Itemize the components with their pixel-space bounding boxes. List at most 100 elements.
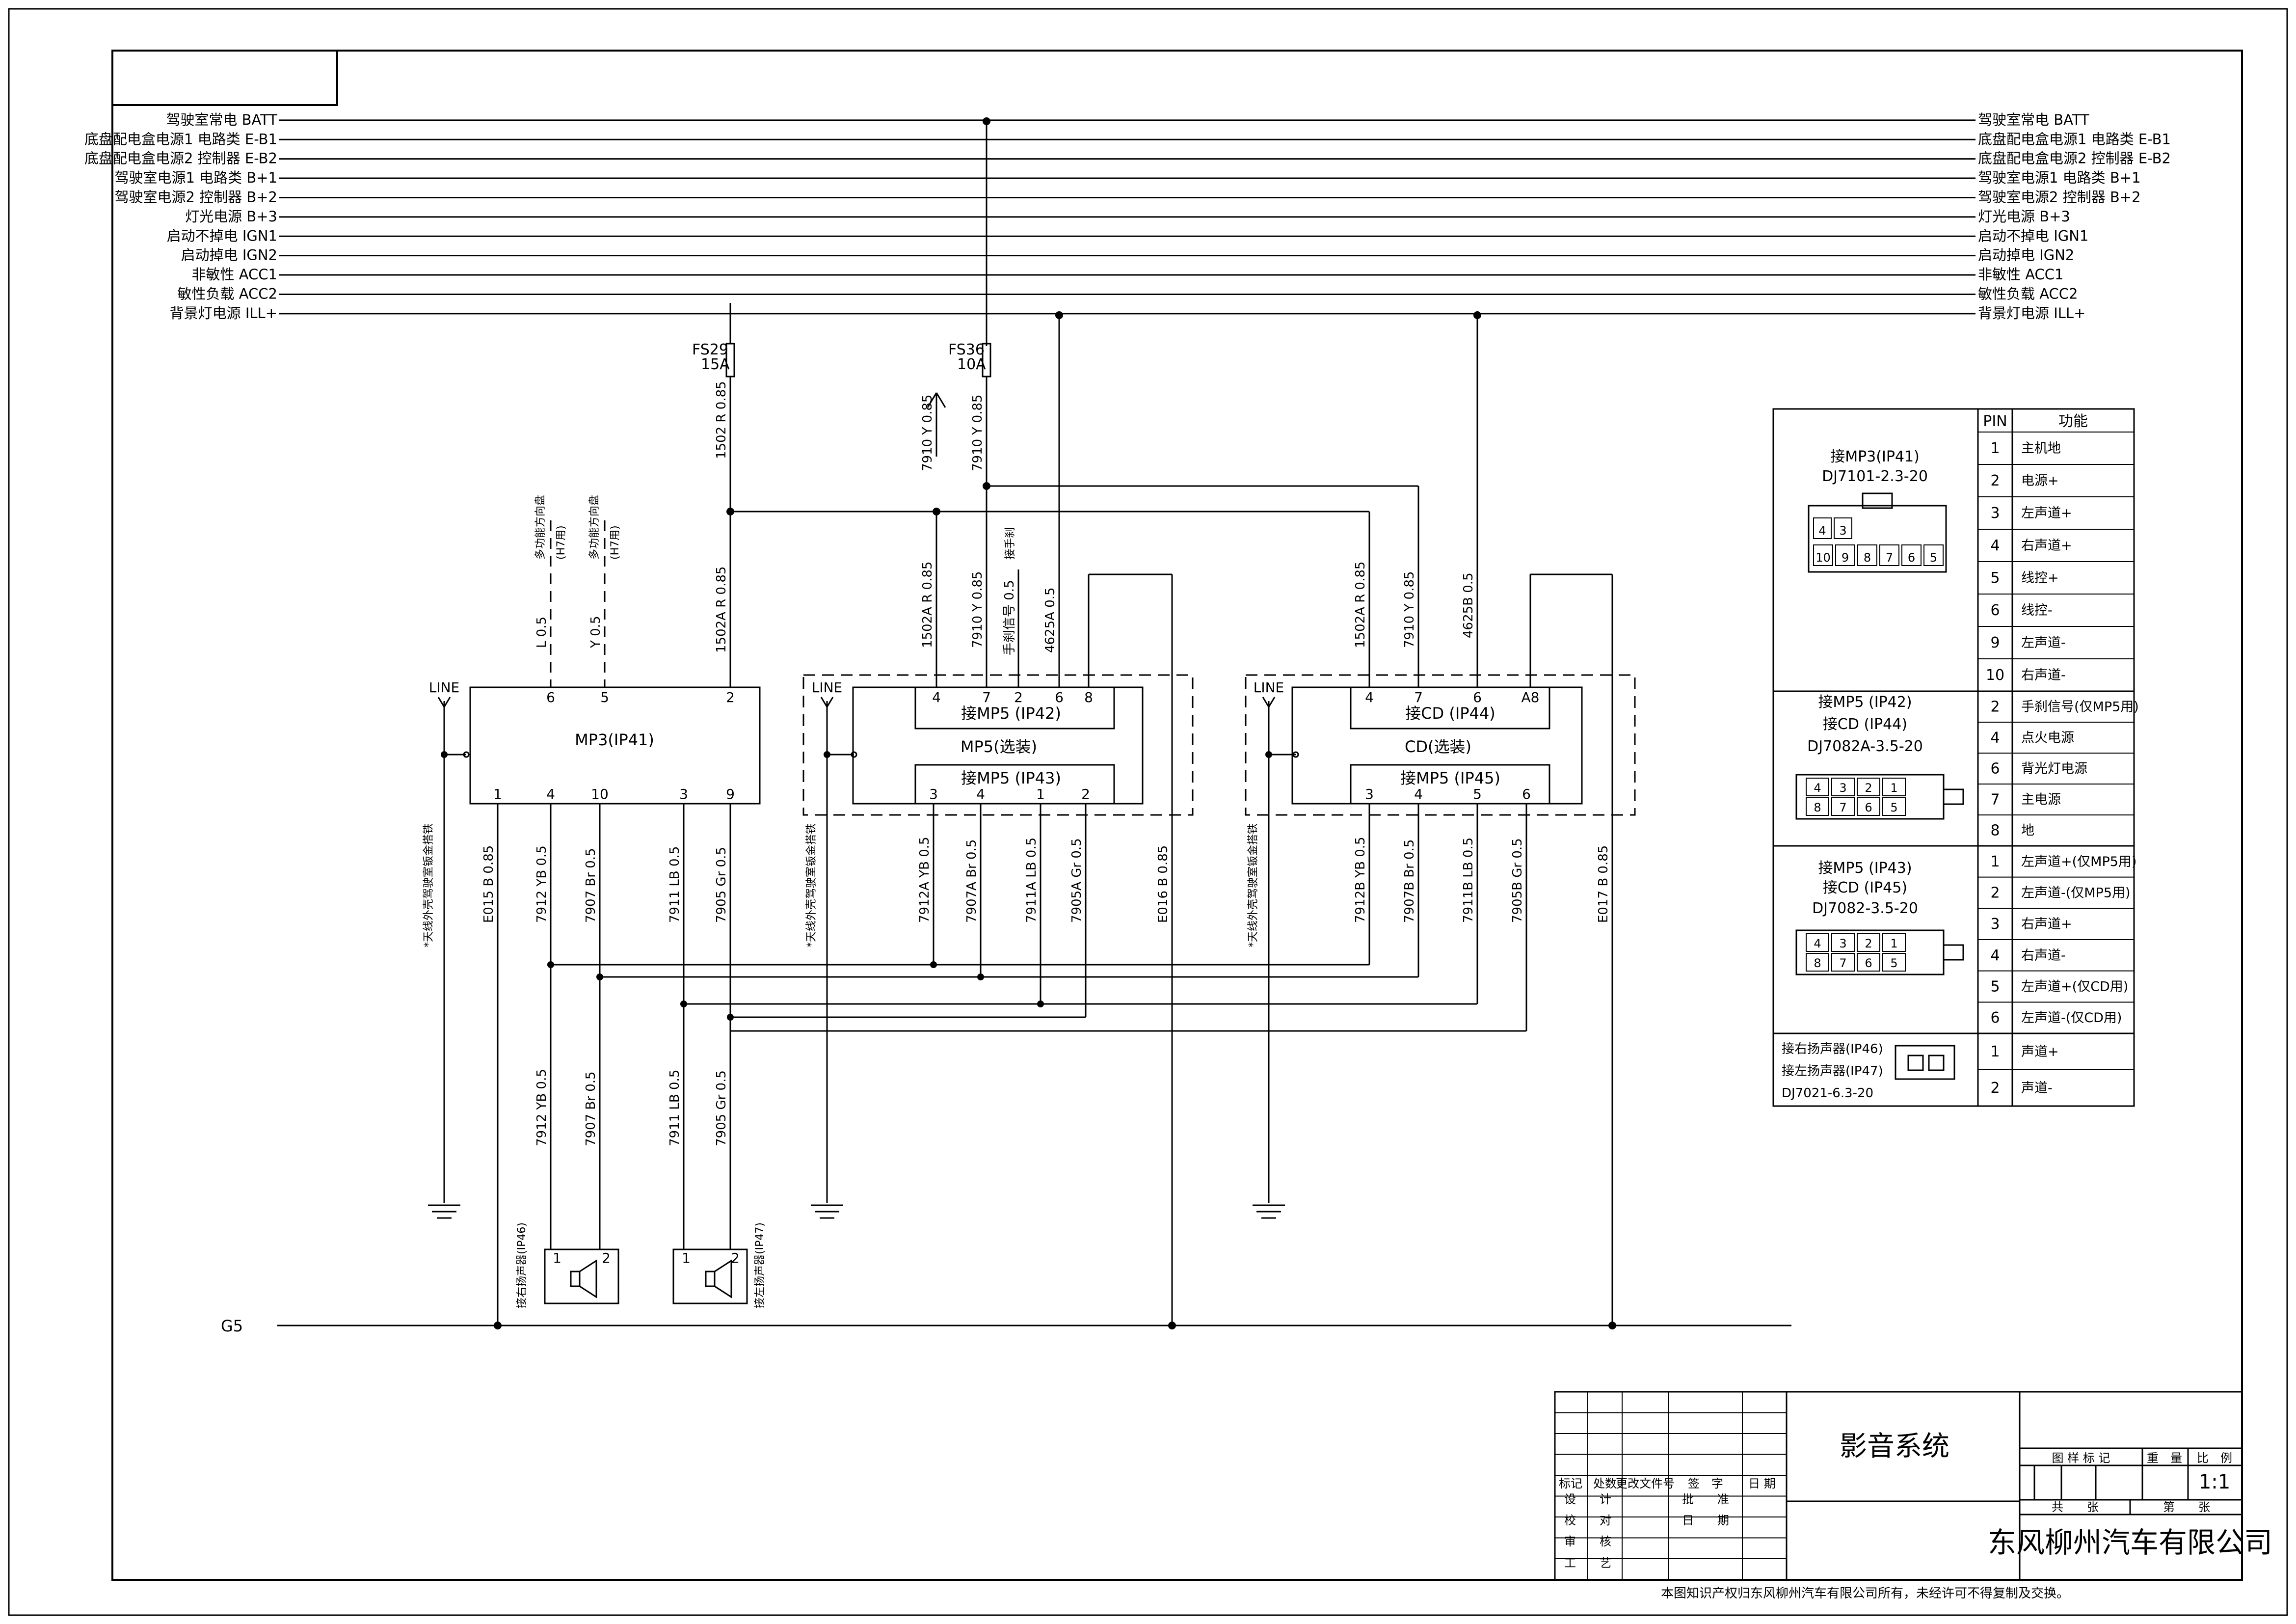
group-title: DJ7082-3.5-20: [1812, 900, 1918, 917]
wire-label: 手刹信号 0.5: [1002, 580, 1017, 655]
pin-function: 左声道-: [2021, 635, 2066, 650]
note-h7-left: (H7用): [555, 525, 567, 560]
connector-pin-number: 6: [1908, 551, 1915, 565]
bus-label-left: 驾驶室电源2 控制器 B+2: [114, 189, 277, 205]
mp3-pin: 3: [679, 786, 688, 802]
pin-number: 2: [1990, 472, 2000, 489]
mp5-pin: 1: [1036, 786, 1045, 802]
cd-pin: 3: [1365, 786, 1374, 802]
pin-table-header-func: 功能: [2058, 413, 2088, 430]
connector-pin-number: 4: [1814, 937, 1821, 950]
group-title: 接MP3(IP41): [1830, 448, 1920, 465]
pin-function: 线控-: [2021, 603, 2053, 618]
group-title: 接CD (IP45): [1823, 879, 1907, 896]
mp3-title: MP3(IP41): [575, 731, 654, 749]
connector-pin-number: 1: [1890, 781, 1897, 795]
pin-function: 主机地: [2021, 441, 2061, 456]
fuse-fs29-rating: 15A: [701, 356, 730, 373]
mp3-pin: 2: [726, 689, 735, 705]
junction-dots: [441, 117, 1616, 1329]
note-steer-right: 多功能方向盘: [588, 495, 601, 560]
connector-pin-number: 2: [1865, 781, 1872, 795]
pin-table-header-pin: PIN: [1983, 413, 2007, 430]
cd-pin: 6: [1473, 689, 1482, 705]
pin-number: 3: [1990, 505, 2000, 522]
ground-bus-label: G5: [221, 1317, 243, 1335]
company-name: 东风柳州汽车有限公司: [1988, 1526, 2272, 1559]
note-antenna-mp3: *天线外壳驾驶室钣金搭铁: [423, 823, 435, 947]
mp3-pin: 4: [546, 786, 555, 802]
mp5-line-label: LINE: [812, 679, 843, 696]
cd-dashed-frame: [1245, 674, 1636, 816]
bus-label-right: 底盘配电盒电源2 控制器 E-B2: [1978, 150, 2171, 167]
pin-function: 线控+: [2021, 570, 2059, 586]
mp5-conn-ip42: [914, 686, 1115, 730]
note-brake: 接手刹: [1004, 527, 1016, 560]
cd-pin: 4: [1414, 786, 1423, 802]
connector-pin-number: 9: [1842, 551, 1849, 565]
wire-label: 7905 Gr 0.5: [714, 847, 729, 923]
bus-label-right: 背景灯电源 ILL+: [1978, 305, 2085, 322]
bus-label-left: 非敏性 ACC1: [192, 266, 278, 283]
cd-conn-ip45: [1350, 764, 1550, 805]
wire-label: 7907 Br 0.5: [584, 1071, 598, 1146]
bus-label-left: 敏性负载 ACC2: [178, 285, 278, 302]
mp5-pin: 7: [982, 689, 991, 705]
cd-pin: 7: [1414, 689, 1423, 705]
mp3-pin: 1: [493, 786, 502, 802]
wire-label: 7911B LB 0.5: [1461, 838, 1476, 923]
pin-function: 左声道+(仅CD用): [2021, 979, 2128, 995]
wire-label: 1502 R 0.85: [714, 381, 729, 459]
pin-number: 3: [1990, 916, 2000, 933]
group-title: 接CD (IP44): [1823, 716, 1907, 733]
bus-label-right: 驾驶室常电 BATT: [1978, 111, 2089, 128]
connector-pin-number: 8: [1814, 801, 1821, 814]
bus-label-left: 背景灯电源 ILL+: [170, 305, 277, 322]
wire-label: 4625B 0.5: [1461, 572, 1476, 638]
tb-label: 比 例: [2197, 1451, 2232, 1465]
fuse-fs36-rating: 10A: [957, 356, 986, 373]
pin-number: 6: [1990, 602, 2000, 619]
connector-pin-number: 10: [1815, 551, 1831, 565]
tb-header: 处数: [1593, 1477, 1617, 1490]
pin-function: 地: [2021, 823, 2034, 839]
connector-pin-number: 4: [1814, 781, 1821, 795]
connector-pin-number: 5: [1890, 801, 1897, 814]
pin-number: 10: [1986, 667, 2004, 684]
wire-label: 7912 YB 0.5: [534, 1069, 549, 1146]
mp3-line-label: LINE: [429, 679, 460, 696]
pin-number: 4: [1990, 947, 2000, 964]
pin-table: [1772, 408, 2135, 1107]
pin-function: 右声道-: [2021, 948, 2066, 963]
mp5-conn-bottom-label: 接MP5 (IP43): [961, 769, 1061, 787]
tb-label: 工 艺: [1564, 1556, 1611, 1570]
wire-label: E017 B 0.85: [1596, 845, 1611, 923]
mp5-pin: 3: [929, 786, 938, 802]
outer-border: [8, 8, 2288, 1616]
bus-label-right: 启动掉电 IGN2: [1978, 247, 2074, 264]
pin-function: 左声道-(仅CD用): [2021, 1010, 2122, 1026]
inner-border: [111, 50, 2243, 1581]
speaker-pin: 2: [731, 1250, 740, 1266]
cd-pin: A8: [1522, 689, 1540, 705]
group-title: 接MP5 (IP43): [1818, 860, 1912, 877]
mp5-dashed-frame: [802, 674, 1194, 816]
note-antenna-mp5: *天线外壳驾驶室钣金搭铁: [805, 823, 818, 947]
pin-function: 左声道+: [2021, 506, 2072, 521]
tb-label: 审 核: [1564, 1535, 1611, 1548]
connector-pin-number: 7: [1839, 801, 1846, 814]
tb-label: 第 张: [2163, 1500, 2210, 1514]
mp3-unit: [469, 686, 761, 805]
pin-function: 电源+: [2021, 473, 2059, 488]
note-antenna-cd: *天线外壳驾驶室钣金搭铁: [1247, 823, 1259, 947]
bus-label-right: 灯光电源 B+3: [1978, 208, 2070, 225]
wire-label: 7910 Y 0.85: [970, 395, 985, 471]
speaker-ip46: [544, 1248, 619, 1304]
copyright-note: 本图知识产权归东风柳州汽车有限公司所有，未经许可不得复制及交换。: [1661, 1586, 2069, 1601]
connector-pin-number: 3: [1839, 937, 1846, 950]
bus-label-right: 启动不掉电 IGN1: [1978, 227, 2088, 244]
bus-label-left: 驾驶室电源1 电路类 B+1: [114, 169, 277, 186]
pin-function: 主电源: [2021, 792, 2061, 808]
note-steer-left: 多功能方向盘: [534, 495, 547, 560]
